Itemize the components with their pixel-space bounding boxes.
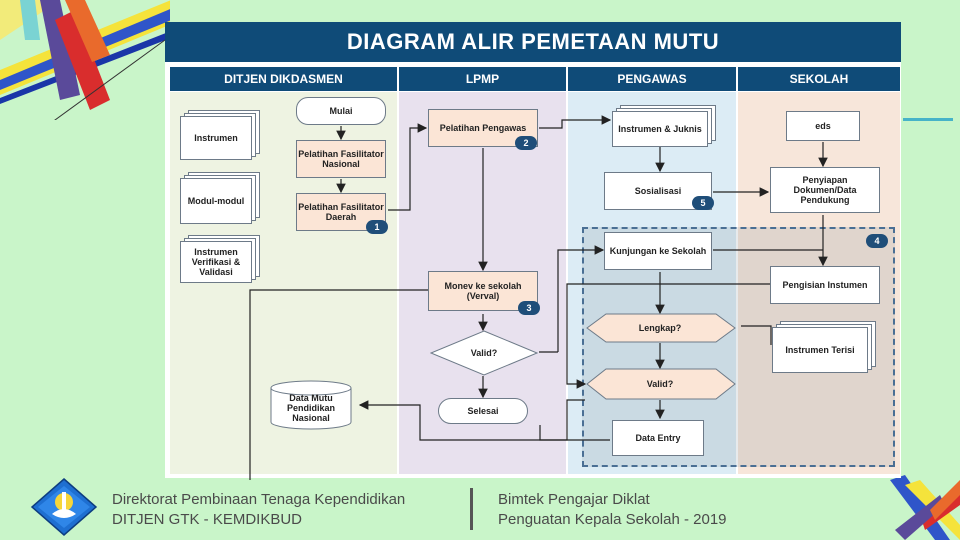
node-data-entry: Data Entry [612, 420, 704, 456]
accent-line [903, 118, 953, 121]
node-selesai: Selesai [438, 398, 528, 424]
footer-divider [470, 488, 473, 530]
node-instrumen-terisi: Instrumen Terisi [772, 327, 868, 373]
footer-org-line2: DITJEN GTK - KEMDIKBUD [112, 511, 303, 528]
footer-org-line1: Direktorat Pembinaan Tenaga Kependidikan [112, 491, 406, 508]
document-stack-verifikasi: Instrumen Verifikasi & Validasi [180, 235, 262, 283]
footer-event-line1: Bimtek Pengajar Diklat [498, 491, 650, 508]
step-badge-5: 5 [692, 196, 714, 210]
node-lengkap: Lengkap? [638, 323, 682, 333]
step-badge-4: 4 [866, 234, 888, 248]
footer-org: Direktorat Pembinaan Tenaga Kependidikan… [112, 490, 405, 530]
document-stack-juknis: Instrumen & Juknis [612, 105, 718, 147]
node-modul: Modul-modul [180, 178, 252, 224]
node-instrumen-juknis: Instrumen & Juknis [612, 111, 708, 147]
node-pelatihan-fasnas: Pelatihan Fasilitator Nasional [296, 140, 386, 178]
node-mulai: Mulai [296, 97, 386, 125]
decision-valid-pengawas-shape [586, 368, 736, 400]
node-data-mutu: Data Mutu Pendidikan Nasional [286, 393, 335, 423]
database-icon [270, 380, 352, 430]
document-stack-terisi: Instrumen Terisi [772, 321, 878, 373]
lane-header-ditjen: DITJEN DIKDASMEN [170, 67, 397, 91]
step-badge-1: 1 [366, 220, 388, 234]
footer-event: Bimtek Pengajar Diklat Penguatan Kepala … [498, 490, 727, 530]
tut-wuri-handayani-logo [30, 478, 98, 536]
node-data-mutu-cylinder: Data Mutu Pendidikan Nasional [270, 380, 352, 430]
diagram-title: DIAGRAM ALIR PEMETAAN MUTU [346, 29, 720, 54]
node-instrumen-verifikasi: Instrumen Verifikasi & Validasi [180, 241, 252, 283]
lane-pengawas [568, 92, 736, 474]
node-valid-pengawas: Valid? [646, 379, 674, 389]
step-badge-3: 3 [518, 301, 540, 315]
node-kunjungan: Kunjungan ke Sekolah [604, 232, 712, 270]
lane-header-pengawas: PENGAWAS [568, 67, 736, 91]
document-stack-modul: Modul-modul [180, 172, 262, 224]
node-valid-lpmp: Valid? [470, 348, 498, 358]
document-stack-instrumen: Instrumen [180, 110, 262, 160]
title-bar: DIAGRAM ALIR PEMETAAN MUTU [165, 22, 901, 62]
node-pengisian: Pengisian Instumen [770, 266, 880, 304]
decision-valid-lpmp-shape [430, 330, 538, 376]
corner-decoration-bottom-right [890, 475, 960, 540]
node-eds: eds [786, 111, 860, 141]
corner-decoration-top-left [0, 0, 170, 120]
node-instrumen: Instrumen [180, 116, 252, 160]
decision-lengkap-shape [586, 313, 736, 343]
node-penyiapan: Penyiapan Dokumen/Data Pendukung [770, 167, 880, 213]
footer-event-line2: Penguatan Kepala Sekolah - 2019 [498, 511, 727, 528]
lane-header-lpmp: LPMP [399, 67, 566, 91]
lane-header-sekolah: SEKOLAH [738, 67, 900, 91]
step-badge-2: 2 [515, 136, 537, 150]
